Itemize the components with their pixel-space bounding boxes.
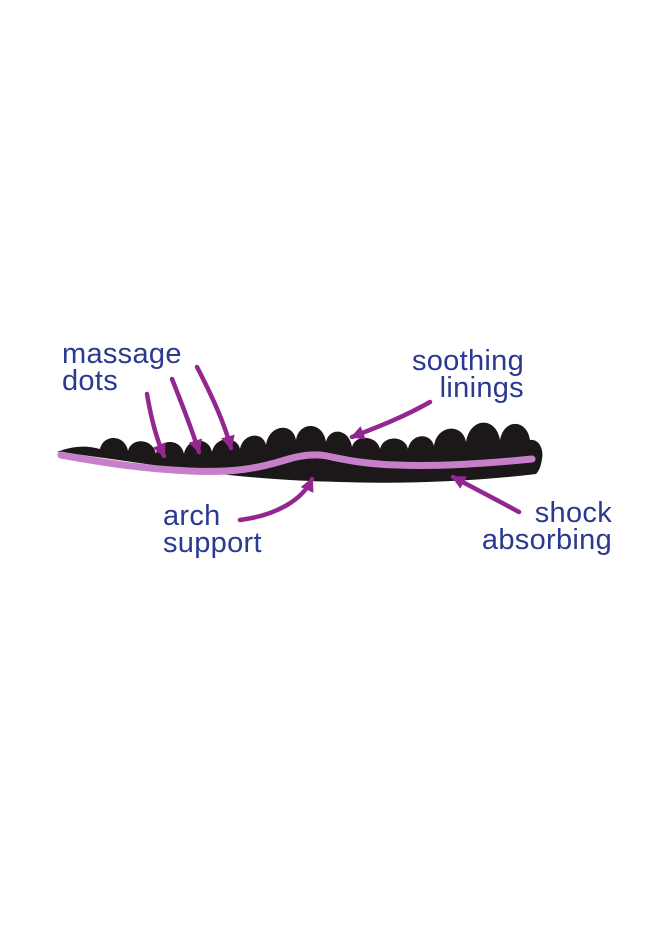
label-arch-support-line2: support — [163, 527, 262, 559]
arrow-massage-dots-3 — [194, 364, 235, 451]
arrow-soothing-linings — [349, 399, 433, 440]
label-arch-support: arch support — [163, 500, 262, 559]
arrow-arch-support — [237, 476, 315, 523]
label-soothing-linings-line1: soothing — [411, 345, 524, 377]
label-massage-dots-line2: dots — [62, 365, 119, 397]
label-shock-absorbing-line2: absorbing — [481, 524, 612, 556]
label-massage-dots: massage dots — [62, 338, 182, 397]
label-soothing-linings: soothing linings — [411, 345, 524, 404]
label-shock-absorbing-line1: shock — [534, 497, 612, 529]
arrow-massage-dots-1 — [144, 391, 167, 459]
arrow-shock-absorbing — [450, 474, 522, 515]
insole-silhouette — [57, 422, 543, 483]
label-massage-dots-line1: massage — [62, 338, 182, 370]
label-arch-support-line1: arch — [163, 500, 221, 532]
label-soothing-linings-line2: linings — [439, 372, 524, 404]
arrow-massage-dots-2 — [169, 376, 203, 455]
soothing-lining-line — [57, 451, 536, 475]
label-shock-absorbing: shock absorbing — [481, 497, 612, 556]
